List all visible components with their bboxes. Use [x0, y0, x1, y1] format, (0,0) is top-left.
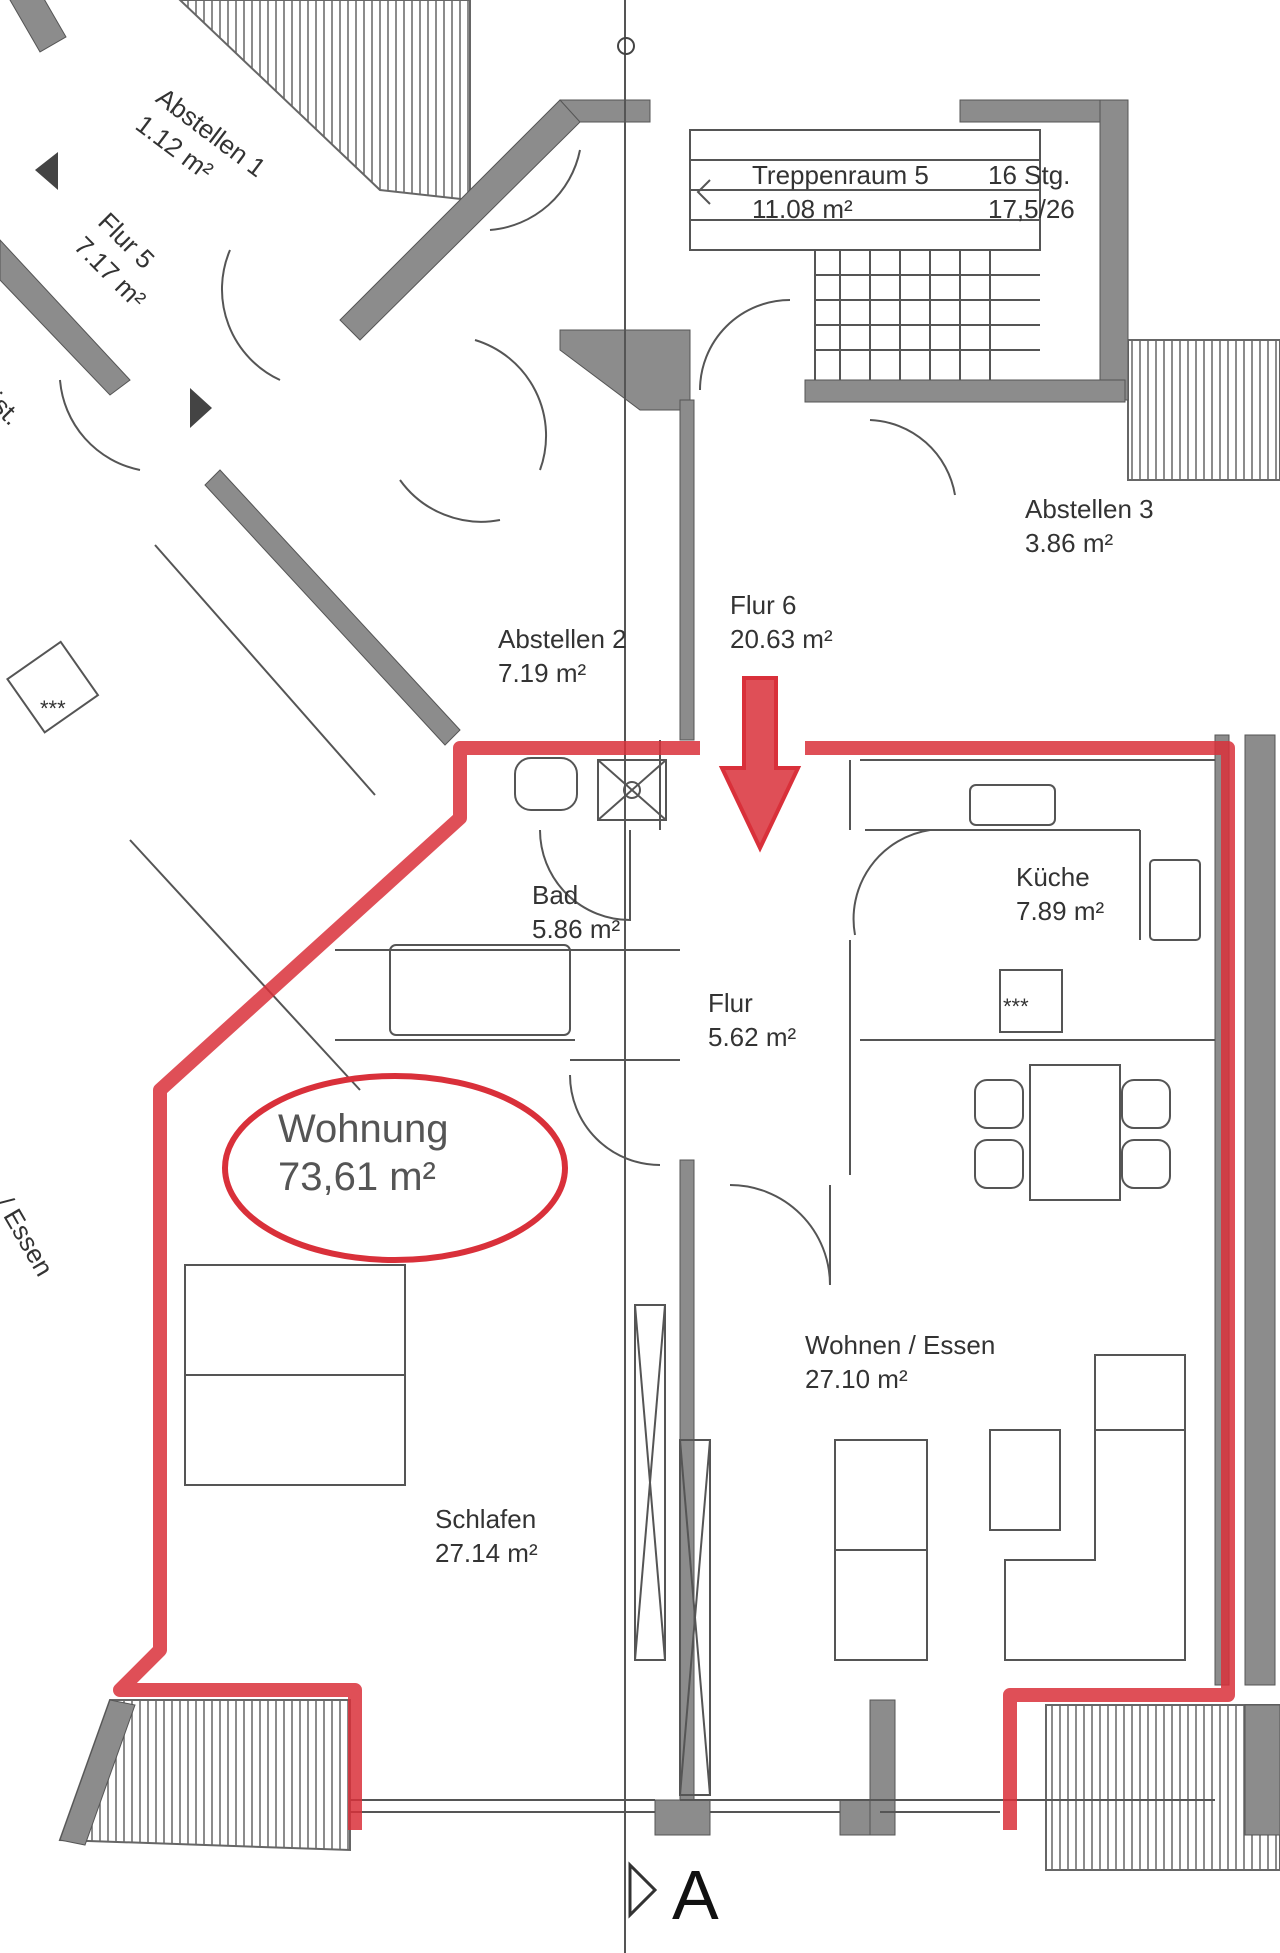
room-name: Flur 6	[730, 590, 797, 620]
direction-marker-icon	[35, 152, 58, 190]
room-label-bad: Bad 5.86 m²	[532, 878, 620, 946]
room-area: 7.19 m²	[498, 658, 587, 688]
room-area: 27.10 m²	[805, 1364, 908, 1394]
apartment-total-label: Wohnung 73,61 m²	[278, 1105, 449, 1201]
room-name: Abstellen 3	[1025, 494, 1154, 524]
direction-marker-icon	[190, 388, 212, 428]
stair-info: 16 Stg. 17,5/26	[988, 158, 1075, 226]
room-area: 5.62 m²	[708, 1022, 797, 1052]
balcony-hatching	[58, 0, 1280, 1871]
interior-lines	[6, 0, 1215, 1953]
stove-marker-kitchen: ***	[1003, 994, 1029, 1019]
room-label-wohnen-essen: Wohnen / Essen 27.10 m²	[805, 1328, 995, 1396]
section-mark: A	[672, 1856, 719, 1934]
room-label-abstellen-3: Abstellen 3 3.86 m²	[1025, 492, 1154, 560]
room-area: 3.86 m²	[1025, 528, 1114, 558]
room-name: Treppenraum 5	[752, 160, 929, 190]
room-label-flur-6: Flur 6 20.63 m²	[730, 588, 833, 656]
room-name: Bad	[532, 880, 579, 910]
staircase	[689, 129, 1041, 380]
room-area: 27.14 m²	[435, 1538, 538, 1568]
apartment-area-ellipse	[222, 1073, 568, 1263]
entrance-arrow	[718, 676, 802, 853]
room-area: 20.63 m²	[730, 624, 833, 654]
room-area: 5.86 m²	[532, 914, 621, 944]
room-area: 7.89 m²	[1016, 896, 1105, 926]
room-name: Küche	[1016, 862, 1090, 892]
section-marker-icon	[628, 1861, 658, 1919]
apartment-label: Wohnung	[278, 1107, 449, 1151]
room-label-abstellen-2: Abstellen 2 7.19 m²	[498, 622, 627, 690]
room-name: Schlafen	[435, 1504, 537, 1534]
apartment-boundary-right	[805, 741, 1235, 1830]
room-name: Wohnen / Essen	[805, 1330, 996, 1360]
axis-circle-icon	[617, 37, 635, 55]
room-label-flur: Flur 5.62 m²	[708, 986, 796, 1054]
room-name: Abstellen 2	[498, 624, 627, 654]
apartment-area: 73,61 m²	[278, 1155, 436, 1199]
stair-ratio: 17,5/26	[988, 194, 1075, 224]
stove-marker-left: ***	[40, 696, 66, 721]
room-label-schlafen: Schlafen 27.14 m²	[435, 1502, 538, 1570]
walls	[0, 0, 1280, 1846]
room-area: 11.08 m²	[752, 194, 853, 224]
room-name: Flur	[708, 988, 753, 1018]
room-label-kueche: Küche 7.89 m²	[1016, 860, 1104, 928]
stair-steps: 16 Stg.	[988, 160, 1071, 190]
apartment-boundary	[113, 741, 700, 1830]
room-label-treppenraum-5: Treppenraum 5 11.08 m²	[752, 158, 929, 226]
